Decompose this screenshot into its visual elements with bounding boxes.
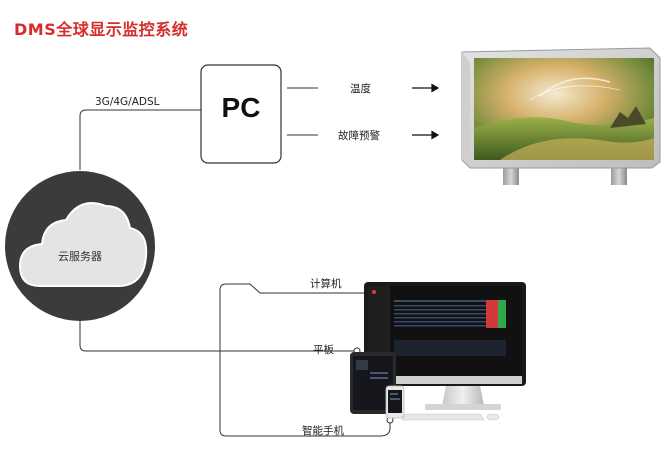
smartphone-line <box>219 420 391 437</box>
tablet-label: 平板 <box>313 344 334 356</box>
page-title: DMS全球显示监控系统 <box>14 20 189 39</box>
smartphone-label: 智能手机 <box>302 425 344 437</box>
keyboard-mouse-image <box>401 413 500 421</box>
network-label: 3G/4G/ADSL <box>95 96 160 108</box>
connection-lines <box>79 87 391 437</box>
temperature-arrow <box>412 83 440 93</box>
tablet-line <box>79 320 355 352</box>
outdoor-led-display-image <box>461 47 661 185</box>
cloud-server-icon <box>5 171 155 321</box>
computer-line <box>219 283 370 430</box>
pc-label: PC <box>221 92 261 123</box>
fault-warning-label: 故障预警 <box>338 130 380 142</box>
temperature-label: 温度 <box>350 83 371 95</box>
fault-arrow <box>412 130 440 140</box>
smartphone-image <box>385 385 405 419</box>
computer-label: 计算机 <box>310 278 342 290</box>
network-line <box>79 109 201 170</box>
cloud-server-label: 云服务器 <box>58 250 102 263</box>
pc-box <box>200 64 282 164</box>
